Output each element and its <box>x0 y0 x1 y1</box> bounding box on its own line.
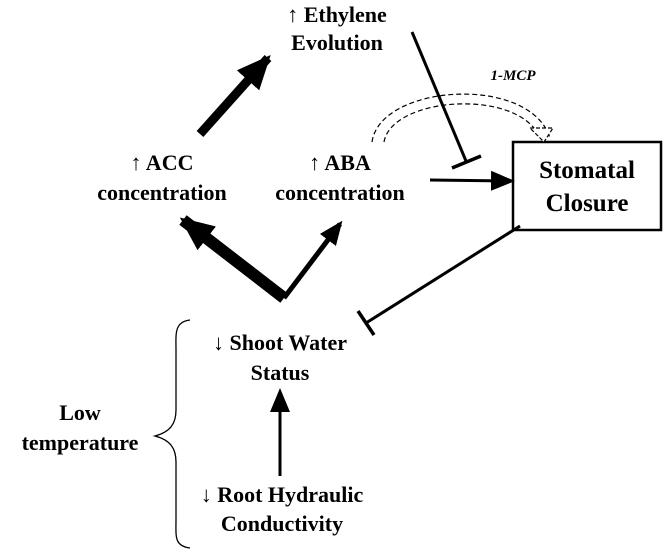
root-line1: ↓ Root Hydraulic <box>201 482 364 507</box>
arrow-shoot-to-aba <box>282 220 343 300</box>
stomatal-closure-box: Stomatal Closure <box>511 140 663 232</box>
aba-line1: ↑ ABA <box>309 150 371 175</box>
arrow-acc-to-ethylene <box>196 54 272 138</box>
acc-line1: ↑ ACC <box>131 150 194 175</box>
low-temp-line1: Low <box>59 400 101 425</box>
low-temperature-node: Low temperature <box>22 400 139 455</box>
shoot-water-status-node: ↓ Shoot Water Status <box>213 330 347 385</box>
stomatal-box-border <box>511 140 663 232</box>
aba-concentration-node: ↑ ABA concentration <box>275 150 405 205</box>
shoot-line2: Status <box>251 360 310 385</box>
inhibitor-label-1mcp: 1-MCP <box>491 68 537 84</box>
dashed-1mcp-arrow <box>371 93 555 143</box>
curly-brace <box>152 319 191 549</box>
inhibition-stomatal-to-shoot <box>356 224 521 336</box>
stomatal-line2: Closure <box>546 190 629 217</box>
acc-line2: concentration <box>97 180 227 205</box>
inhibition-ethylene <box>410 31 482 170</box>
root-line2: Conductivity <box>221 511 343 536</box>
aba-line2: concentration <box>275 180 405 205</box>
ethylene-line2: Evolution <box>291 30 383 55</box>
shoot-line1: ↓ Shoot Water <box>213 330 347 355</box>
stomatal-line1: Stomatal <box>539 157 635 184</box>
acc-concentration-node: ↑ ACC concentration <box>97 150 227 205</box>
arrow-shoot-to-acc <box>179 215 288 303</box>
arrow-aba-to-stomatal <box>429 170 515 191</box>
root-hydraulic-node: ↓ Root Hydraulic Conductivity <box>201 482 364 536</box>
low-temp-line2: temperature <box>22 430 139 455</box>
ethylene-evolution-node: ↑ Ethylene Evolution <box>287 2 387 55</box>
ethylene-line1: ↑ Ethylene <box>287 2 387 27</box>
